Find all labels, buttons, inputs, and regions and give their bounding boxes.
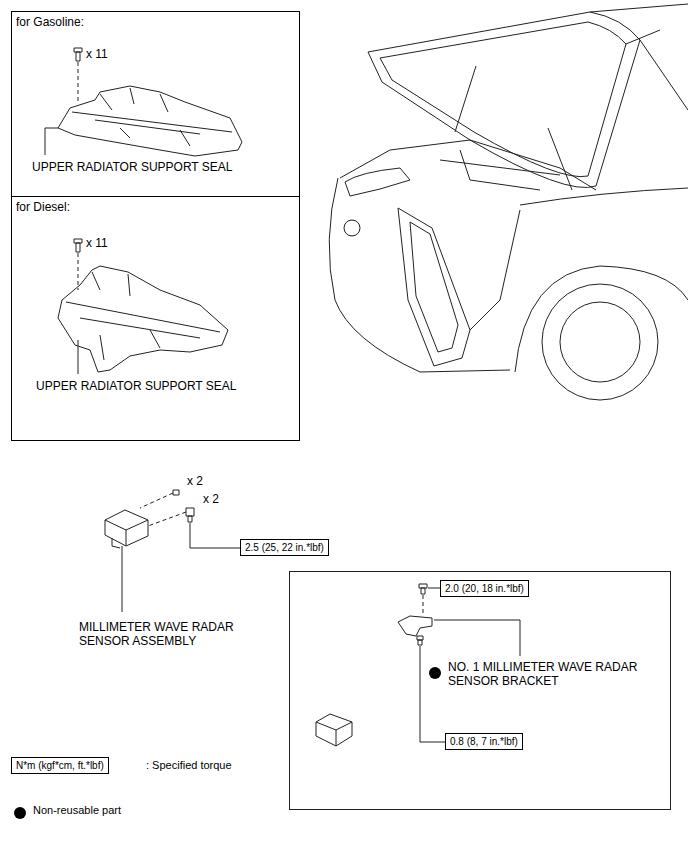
torque-value: 2.5 (25, 22 in.*lbf) <box>245 542 324 553</box>
non-reusable-mark <box>14 807 26 819</box>
variant-panel: for Diesel: x 11 UPPER RADIATOR SUPPORT SE… <box>11 196 300 441</box>
torque-value: N*m (kgf*cm, ft.*lbf) <box>16 760 104 771</box>
quantity-label: x 11 <box>86 47 108 61</box>
quantity-label: x 2 <box>187 474 203 488</box>
panel-heading: for Diesel: <box>16 200 70 214</box>
torque-legend-box: N*m (kgf*cm, ft.*lbf) <box>11 757 109 774</box>
part-name: UPPER RADIATOR SUPPORT SEAL <box>36 379 237 393</box>
inset-frame <box>290 572 671 810</box>
torque-box: 2.0 (20, 18 in.*lbf) <box>440 580 529 597</box>
legend-text: Non-reusable part <box>33 803 121 817</box>
variant-panel: for Gasoline: x 11 UPPER RADIATOR SUPPORT … <box>11 11 300 197</box>
radiator-seal-drawing <box>58 239 228 374</box>
quantity-label: x 2 <box>203 492 219 506</box>
legend-text: : Specified torque <box>146 758 232 772</box>
quantity-label: x 11 <box>86 236 108 250</box>
panel-heading: for Gasoline: <box>16 15 84 29</box>
radiator-seal-drawing <box>45 48 242 156</box>
torque-box: 0.8 (8, 7 in.*lbf) <box>445 733 523 750</box>
torque-value: 2.0 (20, 18 in.*lbf) <box>445 583 524 594</box>
part-name: UPPER RADIATOR SUPPORT SEAL <box>32 160 233 174</box>
radar-sensor-drawing <box>105 490 240 612</box>
torque-box: 2.5 (25, 22 in.*lbf) <box>240 539 329 556</box>
part-name: NO. 1 MILLIMETER WAVE RADAR SENSOR BRACK… <box>448 660 663 688</box>
vehicle-drawing <box>329 4 688 400</box>
torque-value: 0.8 (8, 7 in.*lbf) <box>450 736 518 747</box>
part-name: MILLIMETER WAVE RADAR SENSOR ASSEMBLY <box>79 620 251 648</box>
